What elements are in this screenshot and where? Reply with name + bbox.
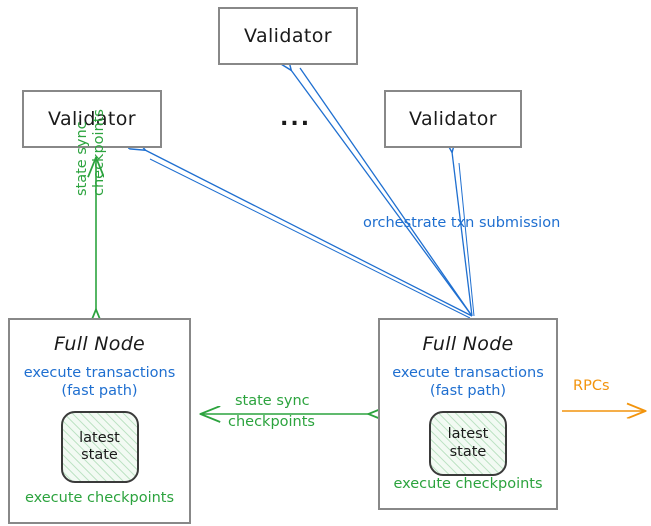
full-node-box-right[interactable]: Full Node execute transactions (fast pat…	[378, 318, 558, 510]
latest-state-left-line2: state	[81, 447, 118, 464]
validator-left-label: Validator	[48, 108, 136, 130]
full-node-right-title: Full Node	[422, 333, 514, 355]
full-node-left-title: Full Node	[53, 333, 146, 355]
orchestrate-txn-submission-label: orchestrate txn submission	[363, 215, 561, 231]
state-sync-horizontal-label-line2: checkpoints	[228, 414, 315, 430]
full-node-left-blue-line1: execute transactions	[23, 365, 176, 381]
full-node-box-left[interactable]: Full Node execute transactions (fast pat…	[8, 318, 191, 524]
validator-box-top[interactable]: Validator	[218, 7, 358, 65]
latest-state-left-line1: latest	[79, 429, 120, 446]
edge-fullnode-to-validator-left	[145, 150, 473, 319]
full-node-right-green-text: execute checkpoints	[393, 476, 543, 492]
validator-box-left[interactable]: Validator	[22, 90, 162, 148]
full-node-left-blue-text: execute transactions (fast path)	[24, 364, 176, 400]
latest-state-box-right: latest state	[429, 411, 507, 476]
validator-box-right[interactable]: Validator	[384, 90, 522, 148]
full-node-right-blue-text: execute transactions (fast path)	[392, 364, 544, 400]
edge-fullnode-to-validator-right	[452, 152, 475, 317]
state-sync-vertical-label-line1: state sync	[74, 121, 90, 196]
full-node-right-blue-line1: execute transactions	[392, 365, 544, 381]
rpcs-label: RPCs	[573, 378, 610, 394]
latest-state-right-line2: state	[449, 443, 487, 460]
validators-ellipsis: ...	[280, 106, 312, 131]
state-sync-vertical-label-line2: checkpoints	[91, 109, 107, 196]
validator-top-label: Validator	[244, 25, 332, 47]
state-sync-horizontal-label-line1: state sync	[235, 393, 310, 409]
latest-state-right-line1: latest	[447, 425, 489, 442]
full-node-left-green-text: execute checkpoints	[24, 490, 175, 506]
latest-state-box-left: latest state	[60, 411, 139, 484]
validator-right-label: Validator	[409, 108, 497, 130]
full-node-left-blue-line2: (fast path)	[61, 383, 138, 400]
full-node-right-blue-line2: (fast path)	[429, 383, 507, 400]
